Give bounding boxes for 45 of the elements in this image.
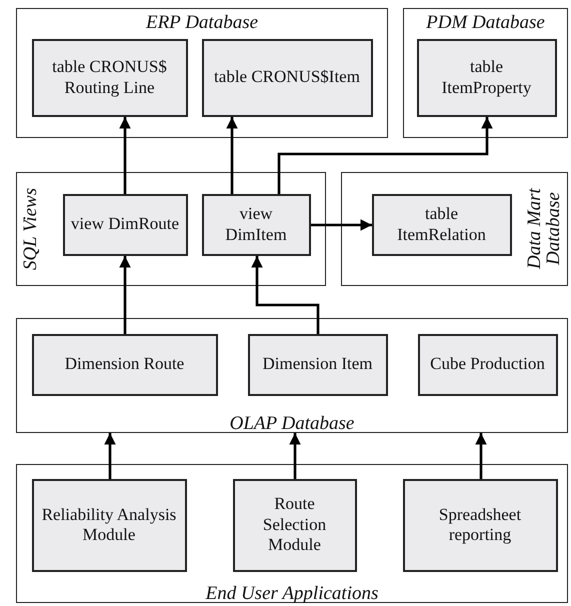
box-label: table ItemRelation (396, 204, 487, 245)
arrow (119, 256, 131, 334)
component-box (402, 478, 558, 572)
database-container (16, 8, 388, 138)
component-box (372, 194, 512, 256)
database-container (341, 172, 568, 286)
component-box (62, 194, 188, 256)
component-box (418, 334, 558, 396)
arrow (119, 117, 131, 194)
component-box (32, 334, 218, 396)
component-box (32, 38, 188, 116)
component-box (32, 478, 186, 572)
container-title: End User Applications (204, 584, 380, 603)
container-title: PDM Database (425, 13, 546, 32)
box-label: Spreadsheet reporting (438, 504, 522, 546)
component-box (202, 194, 310, 256)
box-label: Route Selection Module (262, 494, 328, 556)
component-box (202, 38, 372, 116)
arrow (104, 433, 116, 479)
database-container (16, 464, 568, 603)
arrow (311, 219, 372, 231)
arrow (475, 433, 487, 479)
container-title: Data Mart Database (525, 187, 563, 272)
box-label: table ItemProperty (440, 57, 532, 98)
box-label: Reliability Analysis Module (40, 504, 178, 546)
container-title: SQL Views (21, 188, 40, 270)
database-container (16, 318, 568, 433)
box-label: table CRONUS$Item (214, 67, 360, 88)
arrow (289, 433, 301, 479)
component-box (232, 478, 356, 572)
component-box (416, 38, 556, 116)
box-label: Dimension Item (262, 354, 372, 375)
arrow (278, 117, 493, 194)
database-container (16, 172, 326, 286)
box-label: view DimRoute (70, 214, 180, 235)
arrow (251, 256, 320, 334)
database-container (403, 8, 568, 138)
component-box (248, 334, 388, 396)
container-title: OLAP Database (228, 414, 356, 433)
container-title: ERP Database (144, 13, 260, 32)
box-label: view DimItem (224, 204, 288, 245)
box-label: table CRONUS$ Routing Line (51, 57, 168, 98)
box-label: Dimension Route (64, 354, 184, 375)
arrow (226, 117, 238, 194)
box-label: Cube Production (430, 354, 545, 375)
